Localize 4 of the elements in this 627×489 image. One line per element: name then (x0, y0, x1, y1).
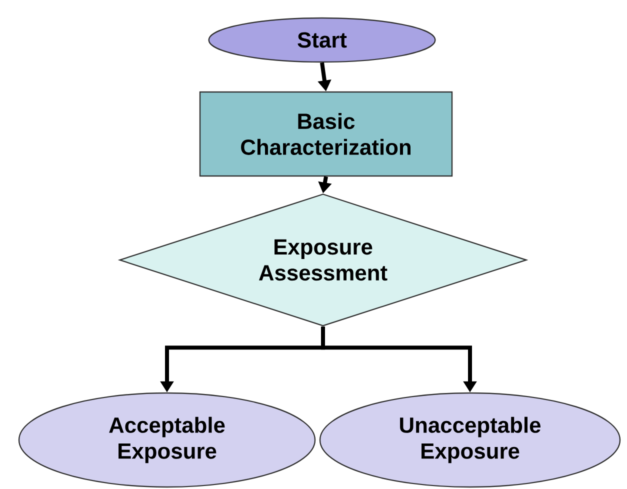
terminal-oval: Unacceptable Exposure (319, 392, 621, 488)
process-box: Basic Characterization (199, 91, 453, 177)
start-oval: Start (208, 17, 436, 63)
terminal-oval: Acceptable Exposure (18, 392, 316, 488)
